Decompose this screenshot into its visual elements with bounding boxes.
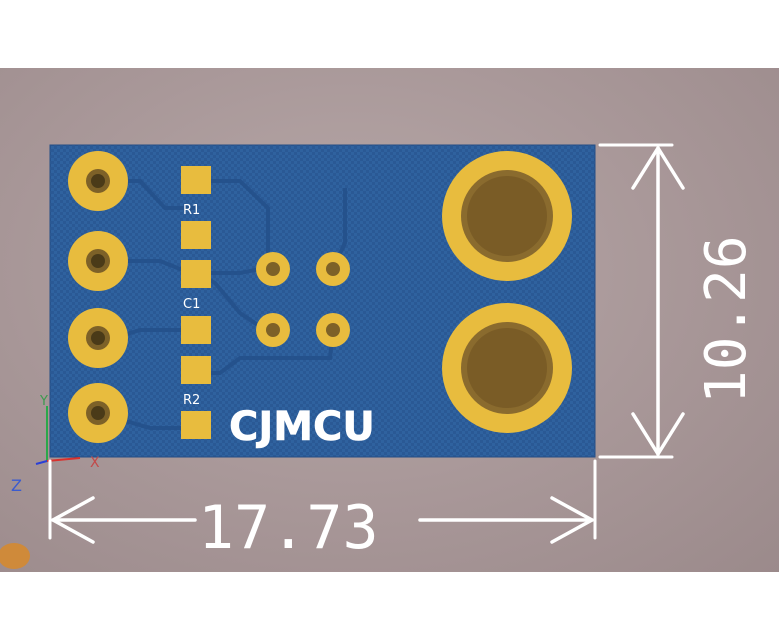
- axis-z-label: Z: [11, 476, 22, 495]
- header-pin-4: [68, 383, 128, 443]
- label-r1: R1: [183, 203, 200, 218]
- header-pins: [68, 151, 128, 443]
- r2-pad-top: [181, 356, 211, 384]
- r2-pad-bottom: [181, 411, 211, 439]
- mounting-hole-bottom: [442, 303, 572, 433]
- pcb-drawing: R1 C1 R2 CJMCU: [0, 143, 759, 569]
- header-pin-3: [68, 308, 128, 368]
- axis-x-label: X: [90, 455, 100, 471]
- r1-pad-top: [181, 166, 211, 194]
- height-dimension: [598, 143, 685, 459]
- smd-pads: [181, 166, 211, 439]
- header-pin-2: [68, 231, 128, 291]
- mounting-hole-top: [442, 151, 572, 281]
- c1-pad-bottom: [181, 316, 211, 344]
- c1-pad-top: [181, 260, 211, 288]
- silkscreen-brand: CJMCU: [229, 404, 375, 450]
- stray-object: [0, 543, 30, 569]
- width-dimension: [48, 459, 597, 544]
- sensor-vias: [256, 252, 350, 347]
- axis-y-label: Y: [39, 394, 48, 409]
- 3d-viewport[interactable]: R1 C1 R2 CJMCU: [0, 68, 779, 572]
- height-dimension-value: 10.26: [694, 235, 759, 404]
- r1-pad-bottom: [181, 221, 211, 249]
- label-c1: C1: [183, 297, 200, 312]
- label-r2: R2: [183, 393, 200, 408]
- axis-indicator: X Y Z: [11, 394, 100, 495]
- mounting-holes: [442, 151, 572, 433]
- header-pin-1: [68, 151, 128, 211]
- width-dimension-value: 17.73: [198, 493, 379, 563]
